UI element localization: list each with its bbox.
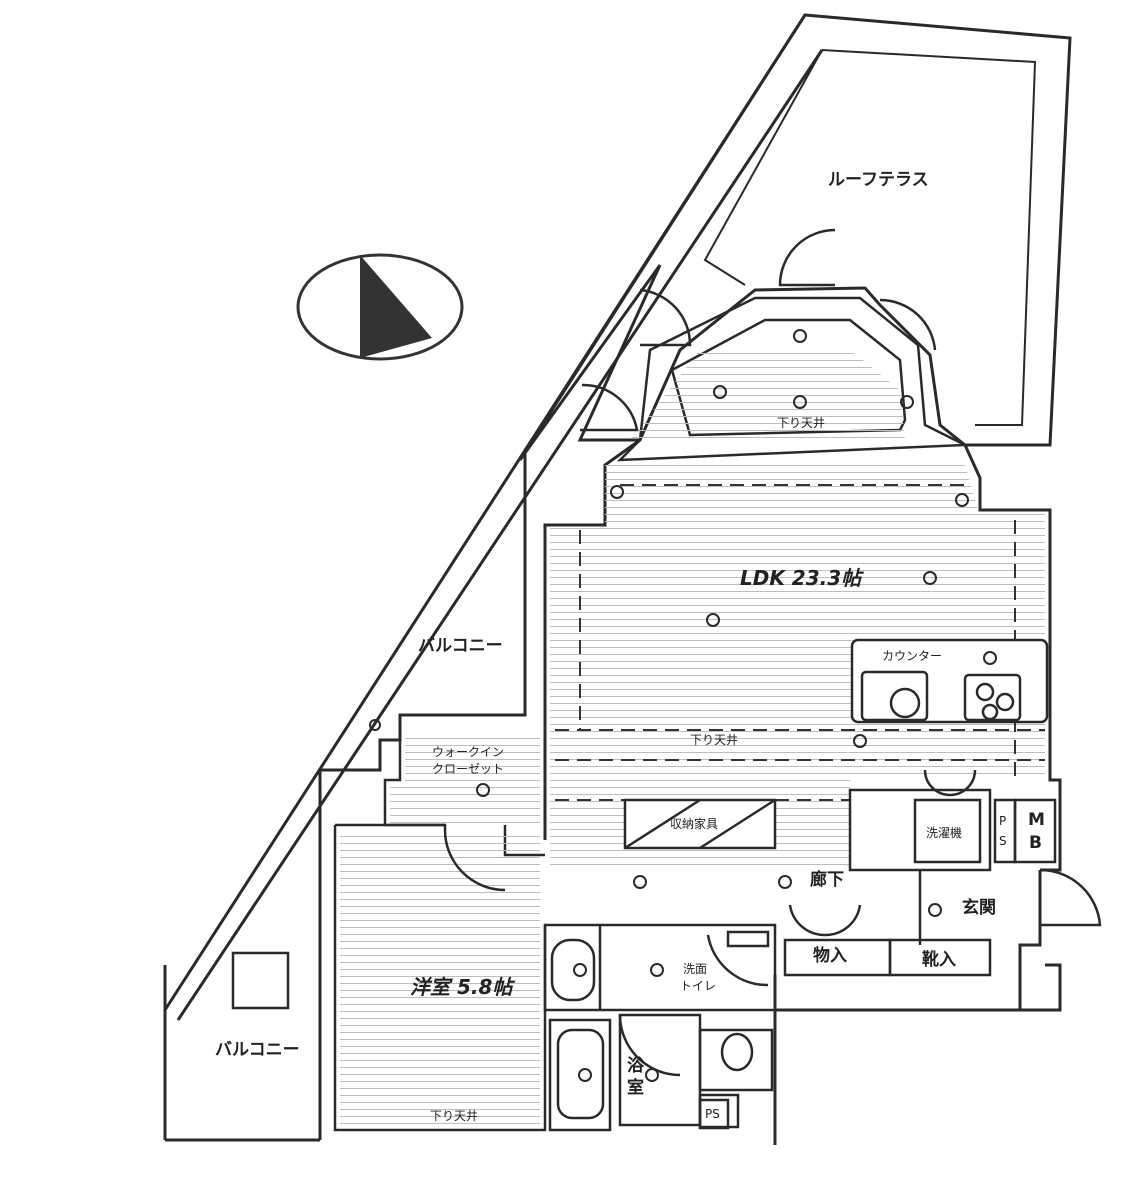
ldk-floor xyxy=(550,350,1045,870)
shoe-storage-label: 靴入 xyxy=(922,950,956,970)
walk-in-closet-label-1: ウォークイン xyxy=(432,745,505,759)
balcony-upper-label: バルコニー xyxy=(418,636,503,656)
door-swings xyxy=(443,228,1102,1077)
ceiling-lights xyxy=(369,329,997,1082)
entrance-area xyxy=(698,788,1057,1130)
western-room-label: 洋室 5.8帖 xyxy=(410,975,513,999)
western-room xyxy=(333,823,547,1132)
balcony-lower-label: バルコニー xyxy=(215,1040,300,1060)
counter-label: カウンター xyxy=(882,649,943,663)
ceiling-open-label-1: 下り天井 xyxy=(777,416,826,430)
walk-in-closet-label-2: クローゼット xyxy=(432,762,505,776)
washer-label: 洗濯機 xyxy=(926,826,963,840)
kitchen-counter xyxy=(850,638,1049,724)
dropped-ceiling-lines xyxy=(555,484,1045,801)
aircon-unit xyxy=(231,951,290,1010)
diagonal-wall xyxy=(163,14,824,1142)
mb-label-2: B xyxy=(1029,833,1042,853)
storage-furniture xyxy=(623,798,777,850)
corridor-label: 廊下 xyxy=(810,870,844,890)
ceiling-open-label-3: 下り天井 xyxy=(430,1109,479,1123)
mb-label-1: M xyxy=(1028,810,1045,830)
ps-side-label-1: P xyxy=(999,814,1007,828)
roof-terrace-label: ルーフテラス xyxy=(828,170,929,190)
ldk-label: LDK 23.3帖 xyxy=(740,566,862,590)
roof-terrace xyxy=(518,13,1072,461)
ps-bottom-label: PS xyxy=(705,1107,720,1121)
bath-label-2: 室 xyxy=(627,1078,644,1098)
wet-area xyxy=(543,923,777,1132)
entrance-label: 玄関 xyxy=(962,898,996,918)
bath-label-1: 浴 xyxy=(627,1056,644,1076)
north-arrow-icon xyxy=(296,253,464,361)
ceiling-open-label-2: 下り天井 xyxy=(690,733,739,747)
storage-furniture-label: 収納家具 xyxy=(670,817,719,831)
storage-label: 物入 xyxy=(813,946,847,966)
ps-side-label-2: S xyxy=(999,834,1007,848)
washroom-label-1: 洗面 xyxy=(683,962,708,976)
washroom-label-2: トイレ xyxy=(680,979,717,993)
